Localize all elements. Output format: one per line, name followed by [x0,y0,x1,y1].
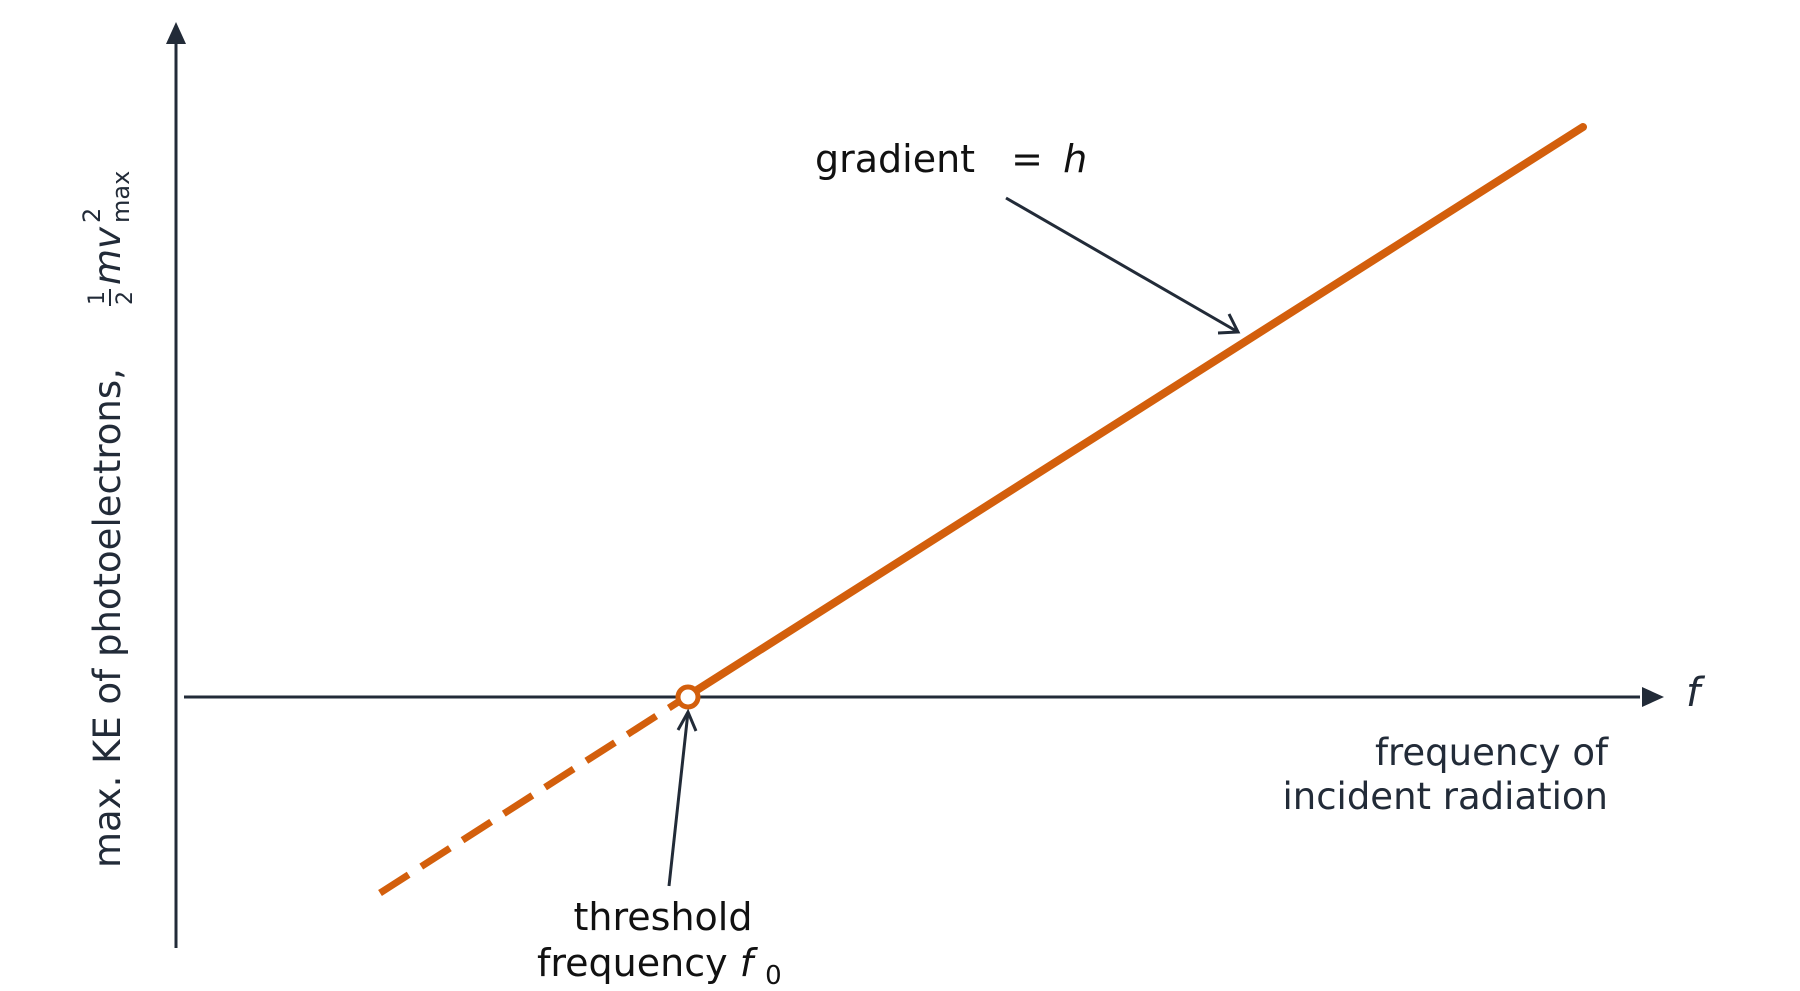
y-axis-math: 1 2 mv 2 max [78,171,138,306]
y-axis-frac-den: 2 [113,291,138,305]
threshold-pointer-head [676,708,698,732]
gradient-pointer [1005,196,1239,334]
graph-line [682,123,1587,701]
gradient-label-var: h [1063,137,1087,181]
gradient-label-text: gradient [815,137,975,181]
threshold-label-sub: 0 [765,961,782,991]
threshold-label-line2: frequency f 0 [537,941,782,991]
y-axis-label-text: max. KE of photoelectrons, [86,368,129,868]
y-axis-frac-num: 1 [85,291,110,305]
gradient-label-equals: = [1011,137,1043,181]
threshold-point [675,684,701,710]
gradient-pointer-head [1217,313,1241,335]
y-axis-sub: max [107,171,135,223]
x-axis-arrowhead [1642,687,1664,707]
x-axis-caption-line2: incident radiation [1282,775,1608,818]
y-axis-label: max. KE of photoelectrons, [86,368,129,868]
threshold-pointer [667,711,690,887]
threshold-label-line1: threshold [574,895,753,939]
y-axis-var: mv [86,226,129,285]
extrapolated-line [378,694,688,896]
x-axis-caption-line1: frequency of [1375,731,1609,774]
y-axis-sup: 2 [78,208,106,223]
threshold-label-text: frequency [537,941,740,985]
gradient-label: gradient = h [815,137,1087,181]
x-axis-symbol: f [1686,670,1706,716]
threshold-label-var: f [740,941,759,985]
y-axis-arrowhead [166,22,186,44]
